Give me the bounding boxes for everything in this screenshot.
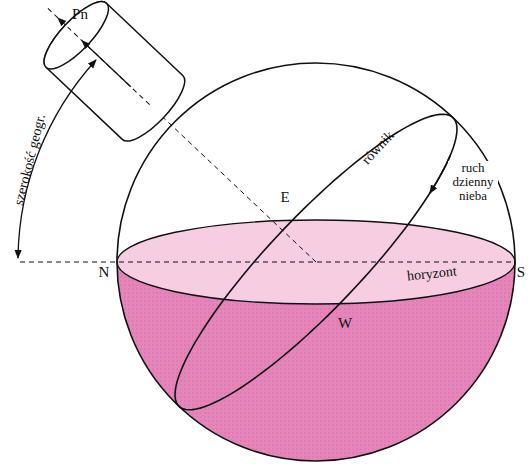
sight-arrow	[82, 41, 131, 87]
point-label: S	[517, 264, 525, 281]
point-label: W	[338, 315, 352, 332]
point-label: E	[280, 189, 289, 206]
latitude-label: szerokość geogr.	[11, 113, 49, 207]
telescope-body	[35, 0, 194, 150]
axis-through-telescope	[47, 8, 149, 105]
pole-label: Pn	[72, 6, 88, 23]
equator-label: równik	[359, 128, 397, 168]
telescope-aperture	[35, 0, 117, 78]
meridian-line	[20, 262, 515, 263]
equator-group	[175, 114, 457, 410]
motion-label: ruch dzienny nieba	[448, 161, 498, 204]
point-label: N	[99, 264, 110, 281]
celestial-equator	[175, 114, 457, 410]
world-axis	[58, 18, 316, 262]
